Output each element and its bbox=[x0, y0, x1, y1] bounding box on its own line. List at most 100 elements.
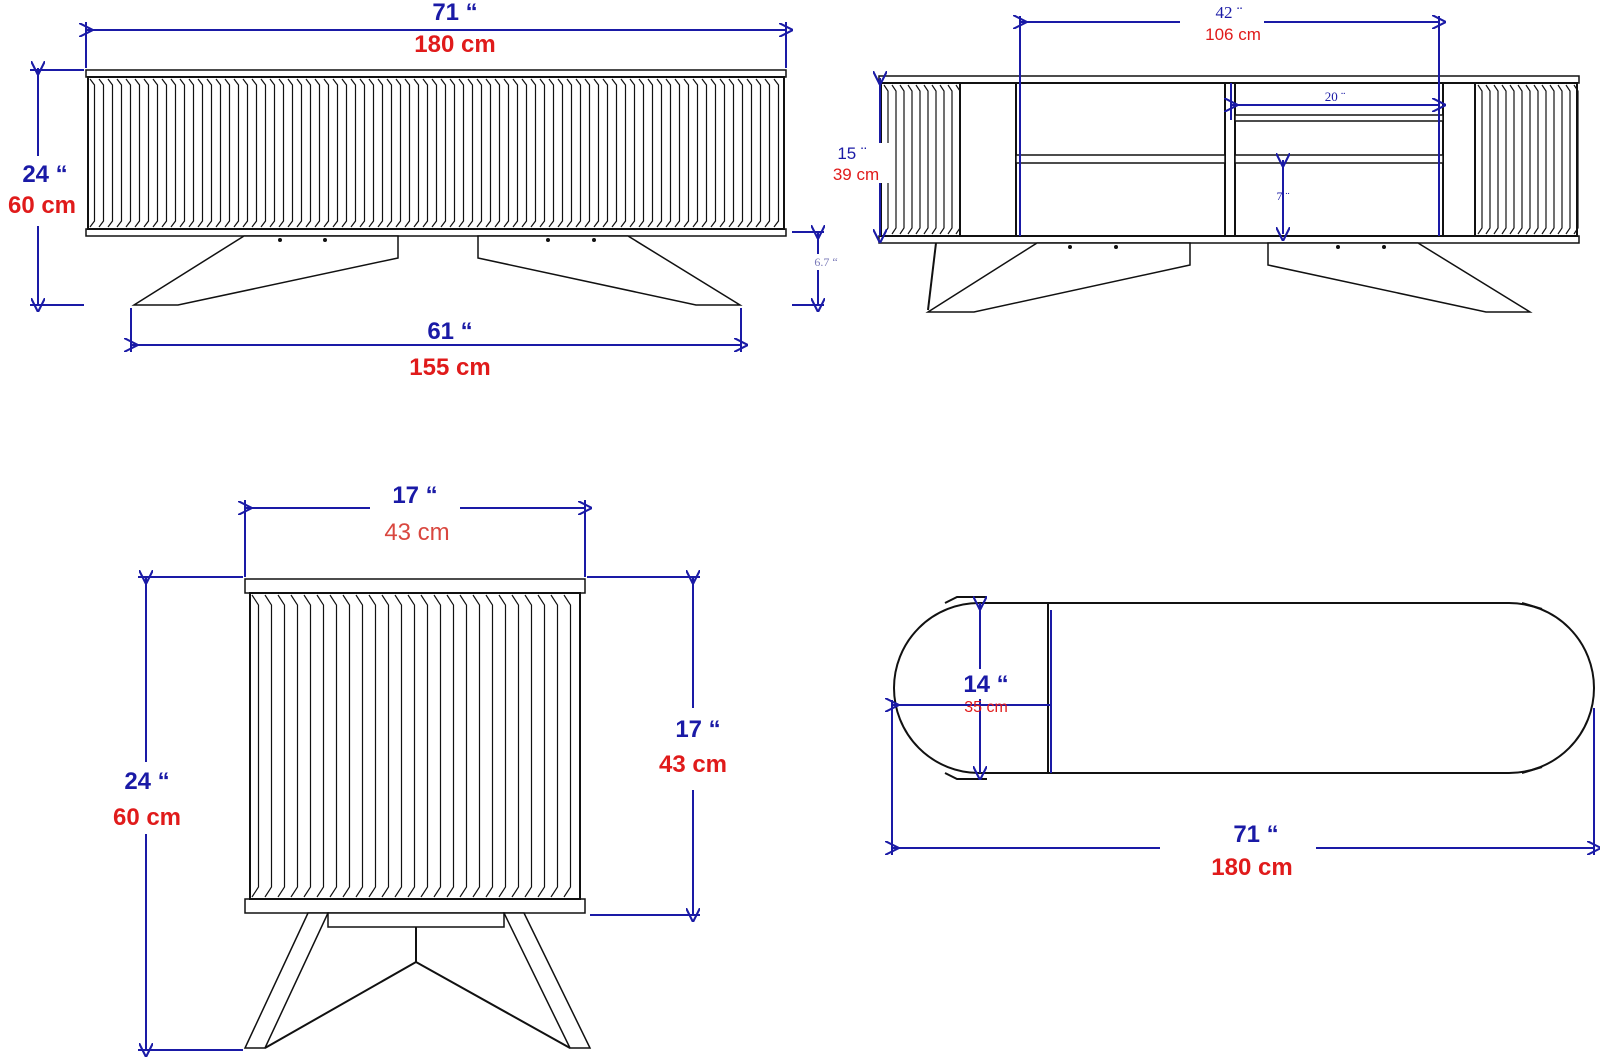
flute-line bbox=[116, 78, 123, 228]
flute-line bbox=[638, 78, 645, 228]
flute-line bbox=[332, 78, 339, 228]
back-gap-in: 7 ¨ bbox=[1277, 189, 1290, 203]
side-height-in: 24 “ bbox=[124, 768, 169, 795]
front-height-cm: 60 cm bbox=[8, 192, 76, 219]
back-view bbox=[878, 75, 1580, 313]
flute-line bbox=[413, 78, 420, 228]
flute-line bbox=[498, 594, 507, 898]
flute-line bbox=[1485, 84, 1491, 235]
flute-line bbox=[277, 594, 286, 898]
flute-line bbox=[433, 594, 442, 898]
flute-line bbox=[316, 594, 325, 898]
flute-line bbox=[303, 594, 312, 898]
flute-line bbox=[98, 78, 105, 228]
flute-line bbox=[521, 78, 528, 228]
flute-line bbox=[701, 78, 708, 228]
flute-line bbox=[485, 594, 494, 898]
flute-line bbox=[215, 78, 222, 228]
flute-line bbox=[1517, 84, 1523, 235]
flute-line bbox=[539, 78, 546, 228]
flute-line bbox=[524, 594, 533, 898]
back-shelf-in: 20 ¨ bbox=[1325, 89, 1346, 104]
side-height-cm: 60 cm bbox=[113, 804, 181, 831]
side-leg-left bbox=[243, 912, 330, 1049]
flute-line bbox=[530, 78, 537, 228]
flute-line bbox=[161, 78, 168, 228]
flute-line bbox=[134, 78, 141, 228]
side-flutes bbox=[251, 594, 572, 898]
flute-line bbox=[404, 78, 411, 228]
flute-line bbox=[377, 78, 384, 228]
flute-line bbox=[503, 78, 510, 228]
front-leg-height-in: 6.7 “ bbox=[814, 255, 837, 269]
flute-line bbox=[1573, 84, 1579, 235]
front-leg-left bbox=[131, 235, 399, 306]
front-dimensions bbox=[30, 22, 824, 352]
side-leg-right bbox=[502, 912, 592, 1049]
flute-line bbox=[1501, 84, 1507, 235]
flute-line bbox=[719, 78, 726, 228]
flute-line bbox=[264, 594, 273, 898]
flute-line bbox=[342, 594, 351, 898]
flute-line bbox=[1509, 84, 1515, 235]
flute-line bbox=[629, 78, 636, 228]
flute-line bbox=[329, 594, 338, 898]
flute-line bbox=[1533, 84, 1539, 235]
flute-line bbox=[251, 78, 258, 228]
flute-line bbox=[773, 78, 780, 228]
flute-line bbox=[472, 594, 481, 898]
flute-line bbox=[746, 78, 753, 228]
flute-line bbox=[467, 78, 474, 228]
flute-line bbox=[179, 78, 186, 228]
side-width-in: 17 “ bbox=[392, 482, 437, 509]
flute-line bbox=[1477, 84, 1483, 235]
flute-line bbox=[692, 78, 699, 228]
flute-line bbox=[755, 78, 762, 228]
flute-line bbox=[476, 78, 483, 228]
flute-line bbox=[737, 78, 744, 228]
flute-line bbox=[563, 594, 572, 898]
flute-line bbox=[485, 78, 492, 228]
side-width-cm: 43 cm bbox=[384, 519, 449, 546]
flute-line bbox=[314, 78, 321, 228]
flute-line bbox=[440, 78, 447, 228]
flute-line bbox=[422, 78, 429, 228]
side-body-in: 17 “ bbox=[675, 716, 720, 743]
back-dimensions bbox=[880, 16, 1439, 236]
top-length-in: 71 “ bbox=[1233, 821, 1278, 848]
flute-line bbox=[683, 78, 690, 228]
flute-line bbox=[269, 78, 276, 228]
flute-line bbox=[350, 78, 357, 228]
top-depth-cm: 35 cm bbox=[964, 699, 1008, 716]
front-flutes bbox=[89, 78, 780, 228]
flute-line bbox=[511, 594, 520, 898]
flute-line bbox=[107, 78, 114, 228]
flute-line bbox=[89, 78, 96, 228]
flute-line bbox=[1557, 84, 1563, 235]
front-view bbox=[85, 69, 787, 306]
flute-line bbox=[557, 78, 564, 228]
flute-line bbox=[899, 84, 905, 235]
front-leg-span-in: 61 “ bbox=[427, 318, 472, 345]
flute-line bbox=[548, 78, 555, 228]
front-leg-right bbox=[477, 235, 743, 306]
flute-line bbox=[143, 78, 150, 228]
flute-line bbox=[915, 84, 921, 235]
flute-line bbox=[665, 78, 672, 228]
flute-line bbox=[260, 78, 267, 228]
flute-line bbox=[359, 78, 366, 228]
flute-line bbox=[907, 84, 913, 235]
flute-line bbox=[602, 78, 609, 228]
flute-line bbox=[152, 78, 159, 228]
front-leg-span-cm: 155 cm bbox=[409, 354, 490, 381]
back-flutes-left bbox=[883, 84, 961, 235]
top-view bbox=[893, 596, 1595, 780]
flute-line bbox=[947, 84, 953, 235]
flute-line bbox=[431, 78, 438, 228]
flute-line bbox=[728, 78, 735, 228]
front-height-in: 24 “ bbox=[22, 161, 67, 188]
top-length-cm: 180 cm bbox=[1211, 854, 1292, 881]
flute-line bbox=[458, 78, 465, 228]
flute-line bbox=[710, 78, 717, 228]
flute-line bbox=[296, 78, 303, 228]
